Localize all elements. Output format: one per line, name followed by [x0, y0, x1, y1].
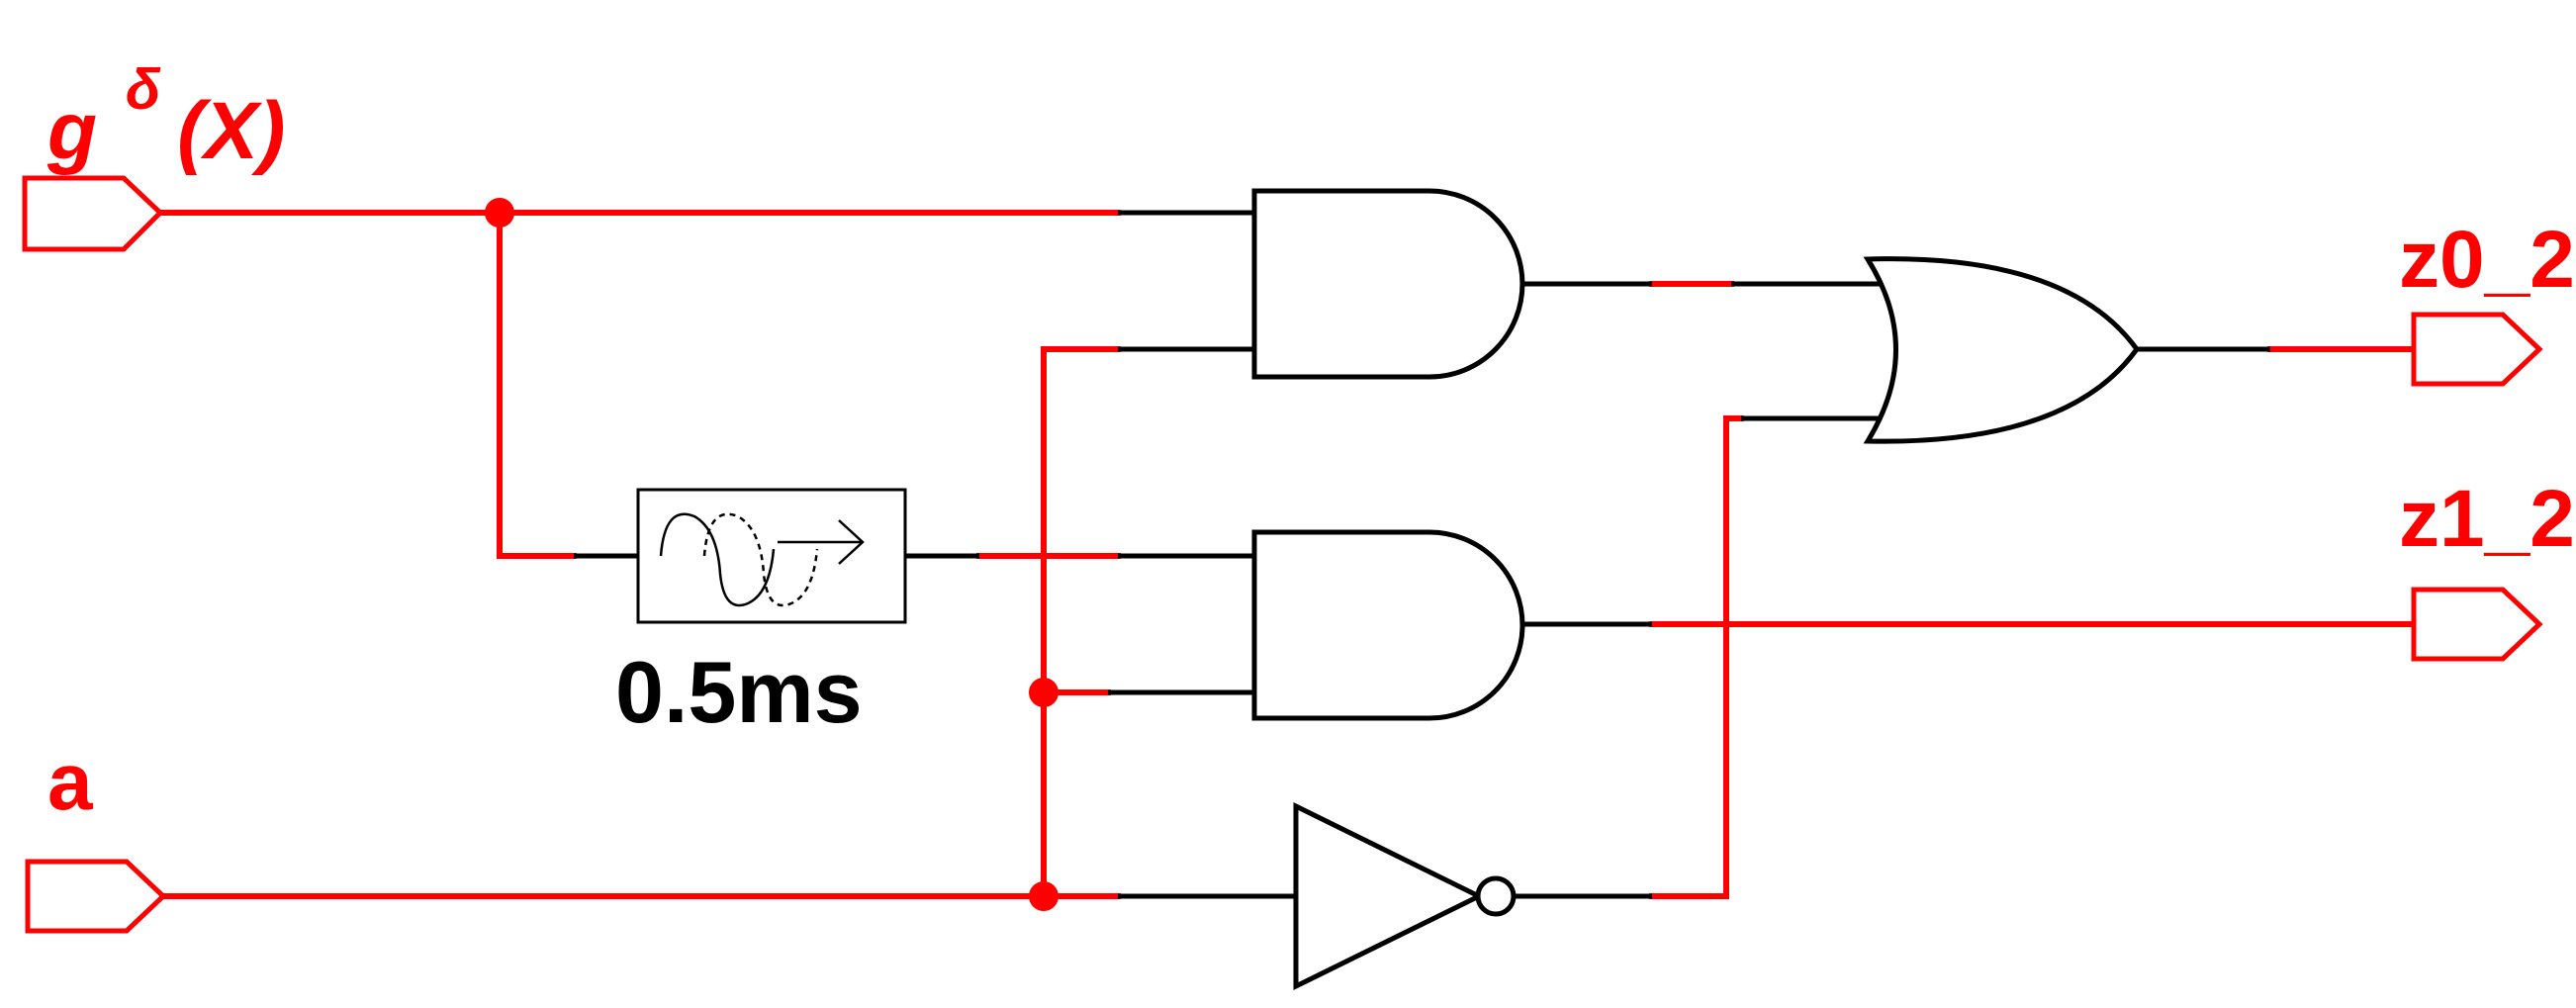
delay-arrow-icon: [778, 519, 865, 565]
delay-label: 0.5ms: [615, 643, 863, 741]
not-gate: [1293, 801, 1517, 991]
gate-leads: [574, 210, 2270, 899]
input-label-g-sup: δ: [126, 57, 161, 122]
wire-a-vertical: [1041, 346, 1121, 899]
input-label-g-base: g: [46, 86, 97, 176]
output-label-z0: z0_2: [2399, 215, 2575, 305]
wire-g-branch: [497, 210, 577, 559]
output-label-z1: z1_2: [2399, 474, 2575, 564]
and-gate-1: [1251, 188, 1525, 380]
output-port-z1: [2411, 587, 2543, 662]
not-gate-bubble: [1475, 875, 1517, 917]
input-label-g: g δ (X): [46, 37, 285, 176]
junction-g: [485, 198, 514, 228]
delay-element: [636, 488, 907, 624]
junction-a-main: [1029, 881, 1058, 911]
delay-wave-icon: [659, 512, 776, 607]
output-port-z0: [2411, 312, 2543, 387]
input-label-a: a: [47, 737, 94, 827]
input-port-g: [22, 175, 164, 252]
not-gate-triangle: [1293, 801, 1485, 991]
and-gate-2: [1251, 529, 1525, 721]
input-port-a: [25, 859, 167, 934]
wire-not-out: [1649, 415, 1744, 899]
junction-a-and2: [1029, 678, 1058, 707]
input-label-g-arg: (X): [177, 86, 285, 176]
or-gate: [1863, 256, 2141, 444]
delay-wave-shifted-icon: [702, 512, 819, 607]
